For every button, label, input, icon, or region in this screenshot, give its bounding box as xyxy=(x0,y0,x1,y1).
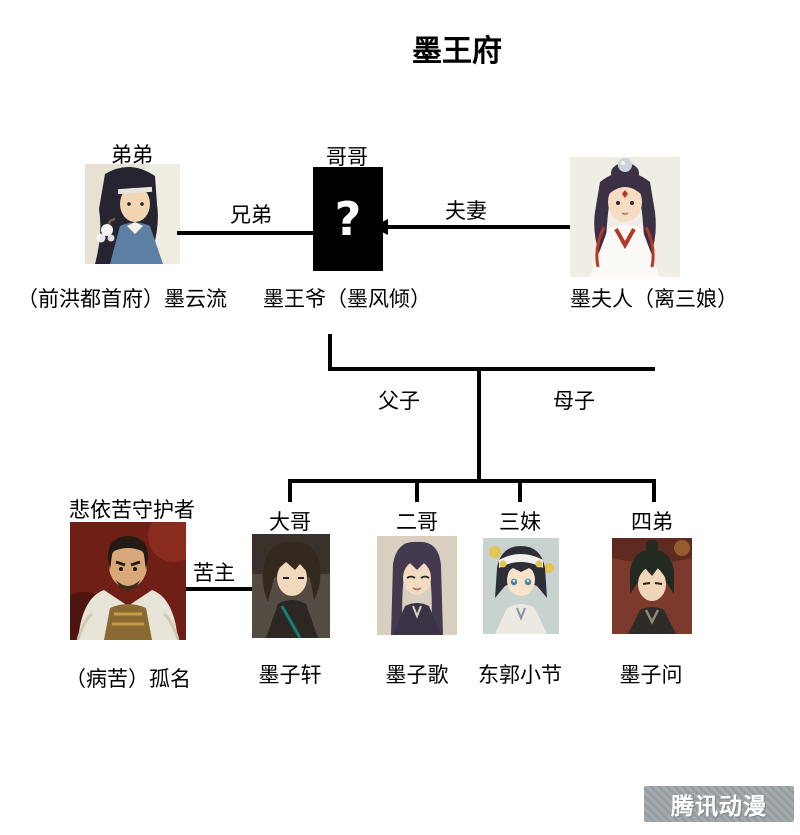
page-title: 墨王府 xyxy=(412,34,502,69)
father-mystery-box: ? xyxy=(313,167,383,271)
role-label-older-brother: 哥哥 xyxy=(326,145,368,169)
child4-role-label: 四弟 xyxy=(631,510,673,534)
child4-name: 墨子问 xyxy=(619,663,683,687)
child3-role-label: 三妹 xyxy=(499,510,541,534)
caption-mo-yunliu: （前洪都首府）墨云流 xyxy=(17,287,227,311)
line-brothers xyxy=(177,231,313,235)
portrait-mo-zixuan xyxy=(252,534,330,638)
madam-mo-illustration xyxy=(570,157,680,277)
gu-ming-illustration xyxy=(70,522,186,640)
child2-role-label: 二哥 xyxy=(396,510,438,534)
mo-zige-illustration xyxy=(377,536,457,635)
role-label-younger-brother: 弟弟 xyxy=(111,143,153,167)
mo-zixuan-illustration xyxy=(252,534,330,638)
caption-madam-mo: 墨夫人（离三娘） xyxy=(570,287,738,311)
mo-yunliu-illustration xyxy=(85,164,180,264)
line-drop-child2 xyxy=(415,479,419,502)
relation-label-couple: 夫妻 xyxy=(445,199,487,223)
portrait-gu-ming xyxy=(70,522,186,640)
child3-name: 东郭小节 xyxy=(478,663,562,687)
child1-name: 墨子轩 xyxy=(258,663,322,687)
line-victim xyxy=(186,587,252,591)
line-couple xyxy=(388,225,570,229)
line-drop-child4 xyxy=(652,479,656,502)
portrait-mo-zige xyxy=(377,536,457,635)
line-children-bar xyxy=(288,479,656,483)
portrait-dongguo-xiaojie xyxy=(483,538,559,634)
relation-label-father-child: 父子 xyxy=(378,389,420,413)
guardian-title-label: 悲依苦守护者 xyxy=(69,498,195,522)
line-center-drop xyxy=(477,367,481,483)
portrait-mo-ziwen xyxy=(612,538,692,634)
child1-role-label: 大哥 xyxy=(269,510,311,534)
caption-mo-wangye: 墨王爷（墨风倾） xyxy=(263,287,431,311)
line-drop-child1 xyxy=(288,479,292,502)
relation-label-victim: 苦主 xyxy=(193,561,235,585)
child2-name: 墨子歌 xyxy=(385,663,449,687)
caption-gu-ming: （病苦）孤名 xyxy=(65,667,191,691)
relation-label-brothers: 兄弟 xyxy=(230,203,272,227)
line-parents-horizontal xyxy=(328,367,655,371)
couple-arrowhead-icon xyxy=(372,219,388,235)
dongguo-xiaojie-illustration xyxy=(483,538,559,634)
tencent-comics-watermark: 腾讯动漫 xyxy=(644,786,794,822)
line-drop-child3 xyxy=(518,479,522,502)
relation-label-mother-child: 母子 xyxy=(553,389,595,413)
portrait-mo-yunliu xyxy=(85,164,180,264)
portrait-madam-mo xyxy=(570,157,680,277)
line-father-stub xyxy=(328,334,332,371)
mo-ziwen-illustration xyxy=(612,538,692,634)
